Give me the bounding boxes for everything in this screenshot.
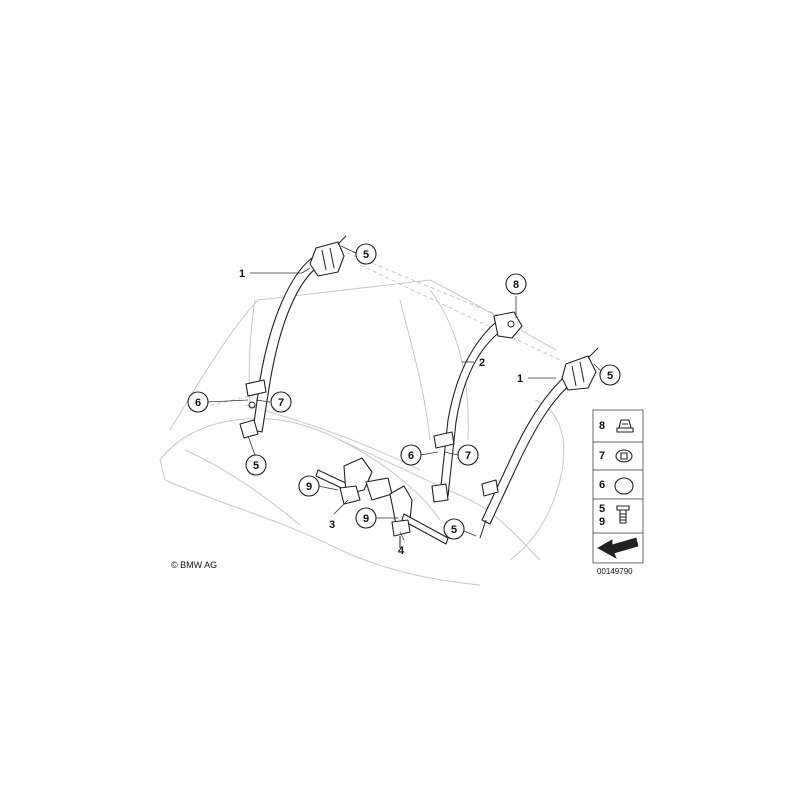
seat-belt-right bbox=[479, 347, 599, 539]
callout-5-top: 5 bbox=[355, 243, 377, 265]
callout-label: 2 bbox=[479, 357, 485, 369]
callout-2: 2 bbox=[479, 357, 485, 369]
callout-label: 9 bbox=[306, 481, 312, 493]
callout-6-center: 6 bbox=[400, 444, 422, 466]
diagram-id: 00149790 bbox=[597, 567, 633, 576]
callout-label: 7 bbox=[278, 397, 284, 409]
callout-6-left: 6 bbox=[187, 391, 209, 413]
callout-label: 3 bbox=[329, 519, 335, 531]
callout-label: 9 bbox=[363, 513, 369, 525]
plug-cap-icon bbox=[616, 419, 634, 433]
callout-label: 5 bbox=[253, 460, 259, 472]
callout-9-left: 9 bbox=[298, 475, 320, 497]
copyright-notice: © BMW AG bbox=[171, 560, 217, 570]
callout-label: 6 bbox=[195, 397, 201, 409]
callout-label: 1 bbox=[517, 373, 523, 385]
legend-num: 8 bbox=[599, 420, 605, 432]
callout-5-center: 5 bbox=[443, 518, 465, 540]
callout-5-right: 5 bbox=[599, 364, 621, 386]
legend-panel: 8 7 6 5 9 bbox=[592, 409, 644, 564]
callout-label: 8 bbox=[513, 279, 519, 291]
rear-seat-outline bbox=[159, 249, 565, 586]
buckle-assembly-4 bbox=[389, 485, 449, 548]
callout-7-left: 7 bbox=[270, 391, 292, 413]
callout-7-center: 7 bbox=[457, 444, 479, 466]
callout-label: 6 bbox=[408, 450, 414, 462]
callout-label: 7 bbox=[465, 450, 471, 462]
callout-5-left-bottom: 5 bbox=[245, 454, 267, 476]
callout-label: 5 bbox=[363, 249, 369, 261]
callout-label: 4 bbox=[398, 545, 405, 557]
callout-8: 8 bbox=[505, 273, 527, 295]
legend-num: 7 bbox=[599, 450, 605, 462]
legend-num: 9 bbox=[599, 516, 605, 528]
callout-1-right: 1 bbox=[517, 373, 523, 385]
arrow-icon bbox=[597, 537, 639, 559]
callout-3: 3 bbox=[329, 519, 335, 531]
legend-num: 5 bbox=[599, 503, 605, 515]
callout-4: 4 bbox=[398, 545, 405, 557]
dome-cap-icon bbox=[614, 477, 634, 495]
callout-label: 5 bbox=[451, 524, 457, 536]
callout-9-center: 9 bbox=[355, 507, 377, 529]
clip-icon bbox=[615, 449, 633, 463]
leader-lines bbox=[207, 245, 605, 541]
legend-num: 6 bbox=[599, 479, 605, 491]
callout-label: 5 bbox=[607, 370, 613, 382]
buckle-assembly-3 bbox=[315, 457, 393, 505]
screw-icon bbox=[616, 505, 630, 524]
seat-belt-center bbox=[431, 311, 523, 503]
callout-label: 1 bbox=[239, 268, 245, 280]
seat-belt-left bbox=[239, 235, 347, 439]
callout-1-left: 1 bbox=[239, 268, 245, 280]
